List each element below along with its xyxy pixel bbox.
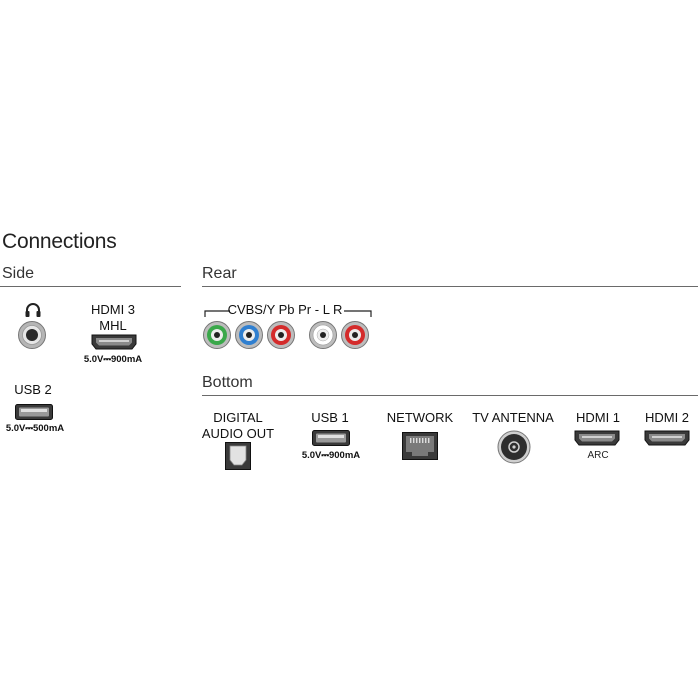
hdmi1-arc-label: ARC [587, 450, 609, 461]
audio-jack-icon [17, 320, 47, 350]
usb-port-icon [312, 430, 350, 446]
usb2-label: USB 2 [14, 382, 52, 397]
section-rear-title: Rear [202, 265, 237, 282]
rca-jack-icon [340, 320, 370, 350]
rca-jack-icon [266, 320, 296, 350]
rear-divider [202, 286, 698, 287]
digital-audio-label-line1: DIGITAL [213, 410, 263, 425]
hdmi3-power-rating: 5.0V⎓900mA [83, 354, 143, 365]
hdmi3-label: HDMI 3 [90, 302, 136, 317]
hdmi-port-icon [644, 430, 690, 446]
rca-group-bracket [204, 304, 374, 318]
side-divider [0, 286, 181, 287]
hdmi2-label: HDMI 2 [644, 410, 690, 425]
usb-port-icon [15, 404, 53, 420]
headphone-icon [24, 302, 42, 318]
page-title: Connections [2, 230, 117, 253]
network-label: NETWORK [386, 410, 454, 425]
digital-audio-label-line2: AUDIO OUT [201, 426, 275, 441]
coax-port-icon [497, 430, 531, 464]
usb1-power-rating: 5.0V⎓900mA [301, 450, 361, 461]
optical-port-icon [225, 442, 251, 470]
hdmi3-sublabel: MHL [99, 318, 127, 333]
ethernet-port-icon [402, 432, 438, 460]
hdmi-port-icon [91, 334, 137, 350]
rca-jack-icon [234, 320, 264, 350]
hdmi1-label: HDMI 1 [575, 410, 621, 425]
rca-jack-icon [308, 320, 338, 350]
usb2-power-rating: 5.0V⎓500mA [5, 423, 65, 434]
rca-group-label: CVBS/Y Pb Pr - L R [227, 302, 343, 317]
usb1-label: USB 1 [311, 410, 349, 425]
rca-jack-icon [202, 320, 232, 350]
antenna-label: TV ANTENNA [472, 410, 554, 425]
section-side-title: Side [2, 265, 35, 282]
bottom-divider [202, 395, 698, 396]
hdmi-port-icon [574, 430, 620, 446]
section-bottom-title: Bottom [202, 374, 253, 391]
